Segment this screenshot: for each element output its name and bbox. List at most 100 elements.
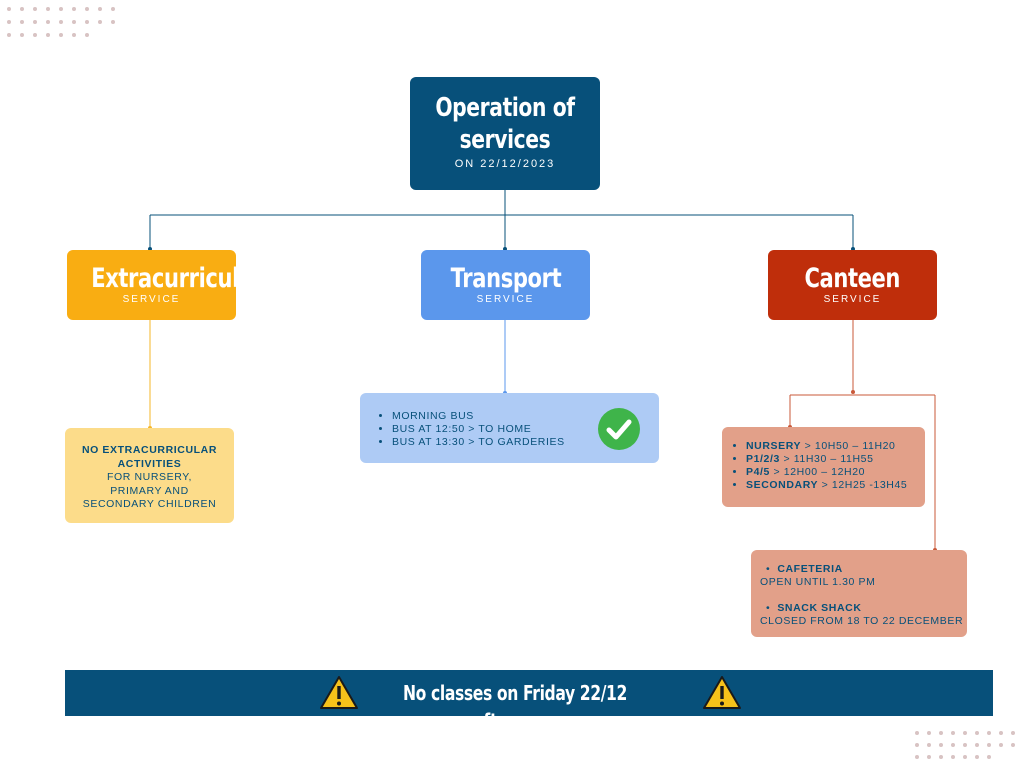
decorative-dot	[7, 20, 11, 24]
decorative-dot	[7, 33, 11, 37]
decorative-dot	[915, 743, 919, 747]
decorative-dot	[999, 743, 1003, 747]
canteen-schedule-time: > 11H30 – 11H55	[779, 453, 874, 465]
decorative-dot	[85, 20, 89, 24]
decorative-dot	[111, 7, 115, 11]
decorative-dot	[939, 731, 943, 735]
decorative-dot	[999, 731, 1003, 735]
canteen-subtitle: SERVICE	[823, 294, 882, 305]
decorative-dot	[111, 20, 115, 24]
transport-subtitle: SERVICE	[476, 294, 535, 305]
canteen-schedule-box: NURSERY > 10H50 – 11H20 P1/2/3 > 11H30 –…	[722, 427, 925, 507]
canteen-other-box: • CAFETERIA OPEN UNTIL 1.30 PM • SNACK S…	[751, 550, 967, 637]
title-line-2: services	[459, 125, 551, 155]
extracurricular-note: NO EXTRACURRICULAR ACTIVITIES FOR NURSER…	[65, 428, 234, 523]
decorative-dot	[963, 743, 967, 747]
decorative-dot	[975, 755, 979, 759]
decorative-dot	[33, 33, 37, 37]
canteen-schedule-time: > 12H25 -13H45	[818, 479, 908, 491]
canteen-schedule-time: > 10H50 – 11H20	[801, 440, 896, 452]
decorative-dot	[1011, 731, 1015, 735]
extracurricular-note-line-2: PRIMARY AND	[110, 484, 189, 497]
decorative-dot	[85, 33, 89, 37]
canteen-schedule-list: NURSERY > 10H50 – 11H20 P1/2/3 > 11H30 –…	[730, 440, 925, 492]
canteen-schedule-label: P1/2/3	[746, 453, 780, 465]
cafeteria-item: • CAFETERIA	[766, 563, 843, 575]
decorative-dot	[915, 755, 919, 759]
snack-shack-label: SNACK SHACK	[777, 602, 862, 614]
decorative-dot	[20, 33, 24, 37]
extracurricular-note-bold: NO EXTRACURRICULAR ACTIVITIES	[81, 444, 218, 470]
extracurricular-subtitle: SERVICE	[122, 294, 181, 305]
canteen-schedule-label: NURSERY	[746, 440, 802, 452]
title-line-1: Operation of	[435, 93, 575, 123]
canteen-schedule-item: SECONDARY > 12H25 -13H45	[746, 479, 925, 492]
canteen-schedule-label: P4/5	[746, 466, 770, 478]
decorative-dot	[939, 743, 943, 747]
extracurricular-title: Extracurricular	[91, 263, 263, 294]
transport-title: Transport	[450, 263, 561, 294]
decorative-dot	[987, 731, 991, 735]
canteen-schedule-item: NURSERY > 10H50 – 11H20	[746, 440, 925, 453]
transport-list-box: MORNING BUS BUS AT 12:50 > TO HOME BUS A…	[360, 393, 659, 463]
decorative-dot	[72, 33, 76, 37]
canteen-schedule-label: SECONDARY	[746, 479, 819, 491]
extracurricular-note-line-3: SECONDARY CHILDREN	[82, 498, 217, 510]
decorative-dot	[927, 731, 931, 735]
canteen-service-box: Canteen SERVICE	[768, 250, 937, 320]
title-box: Operation of services ON 22/12/2023	[410, 77, 600, 190]
check-circle-icon	[598, 408, 640, 450]
extracurricular-service-box: Extracurricular SERVICE	[67, 250, 263, 320]
decorative-dot	[951, 743, 955, 747]
decorative-dot	[59, 20, 63, 24]
decorative-dot	[951, 731, 955, 735]
transport-service-box: Transport SERVICE	[421, 250, 590, 320]
decorative-dot	[98, 7, 102, 11]
cafeteria-label: CAFETERIA	[777, 563, 843, 575]
decorative-dot	[939, 755, 943, 759]
decorative-dot	[33, 7, 37, 11]
snack-shack-detail: CLOSED FROM 18 TO 22 DECEMBER	[760, 615, 964, 627]
transport-item-morning-bus: MORNING BUS	[392, 410, 659, 423]
decorative-dot	[975, 743, 979, 747]
canteen-schedule-time: > 12H00 – 12H20	[770, 466, 866, 478]
decorative-dots-bottom-right	[915, 731, 1015, 759]
decorative-dot	[46, 33, 50, 37]
decorative-dots-top-left	[7, 7, 115, 37]
canteen-title: Canteen	[804, 263, 901, 294]
warning-icon	[320, 676, 358, 709]
decorative-dot	[1011, 743, 1015, 747]
decorative-dot	[963, 755, 967, 759]
footer-banner: No classes on Friday 22/12 afternoon	[65, 670, 993, 733]
decorative-dot	[927, 755, 931, 759]
footer-message: No classes on Friday 22/12 afternoon	[403, 681, 627, 733]
decorative-dot	[963, 731, 967, 735]
decorative-dot	[987, 755, 991, 759]
decorative-dot	[85, 7, 89, 11]
decorative-dot	[915, 731, 919, 735]
decorative-dot	[59, 33, 63, 37]
decorative-dot	[46, 20, 50, 24]
decorative-dot	[72, 20, 76, 24]
decorative-dot	[951, 755, 955, 759]
decorative-dot	[927, 743, 931, 747]
decorative-dot	[7, 7, 11, 11]
warning-icon	[703, 676, 741, 709]
decorative-dot	[987, 743, 991, 747]
canteen-schedule-item: P1/2/3 > 11H30 – 11H55	[746, 453, 925, 466]
decorative-dot	[98, 20, 102, 24]
title-date: ON 22/12/2023	[454, 158, 556, 170]
decorative-dot	[975, 731, 979, 735]
decorative-dot	[20, 7, 24, 11]
extracurricular-note-line-1: FOR NURSERY,	[107, 471, 192, 483]
transport-item-bus-1250: BUS AT 12:50 > TO HOME	[392, 423, 659, 436]
decorative-dot	[59, 7, 63, 11]
decorative-dot	[20, 20, 24, 24]
decorative-dot	[46, 7, 50, 11]
transport-list: MORNING BUS BUS AT 12:50 > TO HOME BUS A…	[376, 410, 659, 449]
canteen-schedule-item: P4/5 > 12H00 – 12H20	[746, 466, 925, 479]
transport-item-bus-1330: BUS AT 13:30 > TO GARDERIES	[392, 436, 659, 449]
decorative-dot	[72, 7, 76, 11]
decorative-dot	[33, 20, 37, 24]
snack-shack-item: • SNACK SHACK	[766, 602, 862, 614]
